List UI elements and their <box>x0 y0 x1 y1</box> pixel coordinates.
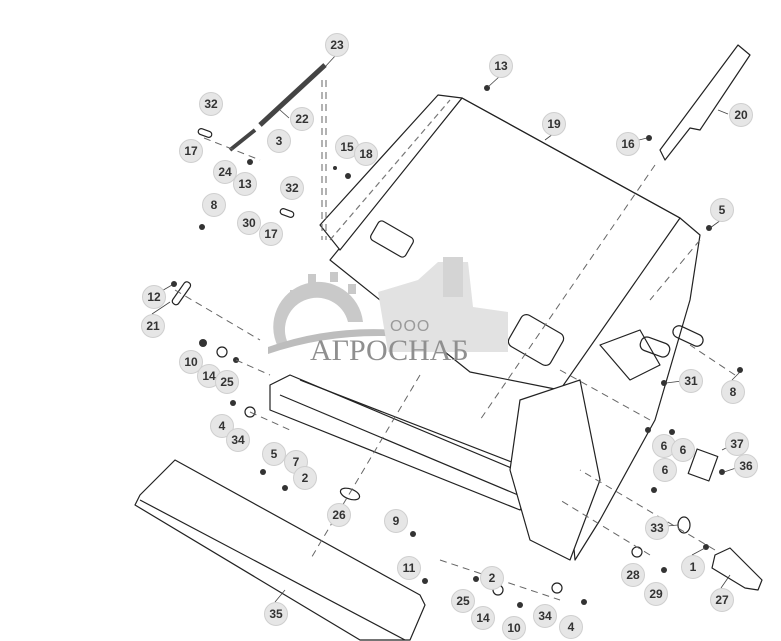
callout-13: 13 <box>489 54 513 78</box>
callout-4: 4 <box>559 615 583 639</box>
callout-2: 2 <box>293 466 317 490</box>
callout-23: 23 <box>325 33 349 57</box>
watermark-company-name: АГРОСНАБ <box>310 334 469 367</box>
callout-28: 28 <box>621 563 645 587</box>
callout-34: 34 <box>533 604 557 628</box>
callout-34: 34 <box>226 428 250 452</box>
callout-17: 17 <box>259 222 283 246</box>
callout-3: 3 <box>267 129 291 153</box>
deflector-20 <box>659 44 751 161</box>
callout-14: 14 <box>197 364 221 388</box>
callout-12: 12 <box>142 285 166 309</box>
callout-31: 31 <box>679 369 703 393</box>
callout-20: 20 <box>729 103 753 127</box>
callout-32: 32 <box>280 176 304 200</box>
callout-17: 17 <box>179 139 203 163</box>
callout-22: 22 <box>290 107 314 131</box>
callout-11: 11 <box>397 556 421 580</box>
bottom-cover-35 <box>134 459 426 641</box>
watermark-prefix: ООО <box>390 318 431 335</box>
callout-26: 26 <box>327 503 351 527</box>
callout-32: 32 <box>199 92 223 116</box>
callout-14: 14 <box>471 606 495 630</box>
callout-21: 21 <box>141 314 165 338</box>
callout-5: 5 <box>262 442 286 466</box>
callout-25: 25 <box>215 370 239 394</box>
callout-2: 2 <box>480 566 504 590</box>
callout-7: 7 <box>284 450 308 474</box>
callout-13: 13 <box>233 172 257 196</box>
callout-8: 8 <box>721 380 745 404</box>
callout-10: 10 <box>502 616 526 640</box>
watermark-logo-icon <box>268 257 508 354</box>
callout-33: 33 <box>645 516 669 540</box>
callout-9: 9 <box>384 509 408 533</box>
callout-29: 29 <box>644 582 668 606</box>
callout-37: 37 <box>725 432 749 456</box>
callout-36: 36 <box>734 454 758 478</box>
callout-30: 30 <box>237 211 261 235</box>
left-side-rail <box>319 94 463 251</box>
callout-27: 27 <box>710 588 734 612</box>
callout-16: 16 <box>616 132 640 156</box>
callout-25: 25 <box>451 589 475 613</box>
callout-18: 18 <box>354 142 378 166</box>
callout-6: 6 <box>653 458 677 482</box>
callout-8: 8 <box>202 193 226 217</box>
callout-6: 6 <box>671 438 695 462</box>
callout-35: 35 <box>264 602 288 626</box>
front-bracket <box>509 379 601 561</box>
lower-beam <box>269 374 541 511</box>
callout-5: 5 <box>710 198 734 222</box>
callout-1: 1 <box>681 555 705 579</box>
callout-19: 19 <box>542 112 566 136</box>
part-27 <box>711 547 763 591</box>
